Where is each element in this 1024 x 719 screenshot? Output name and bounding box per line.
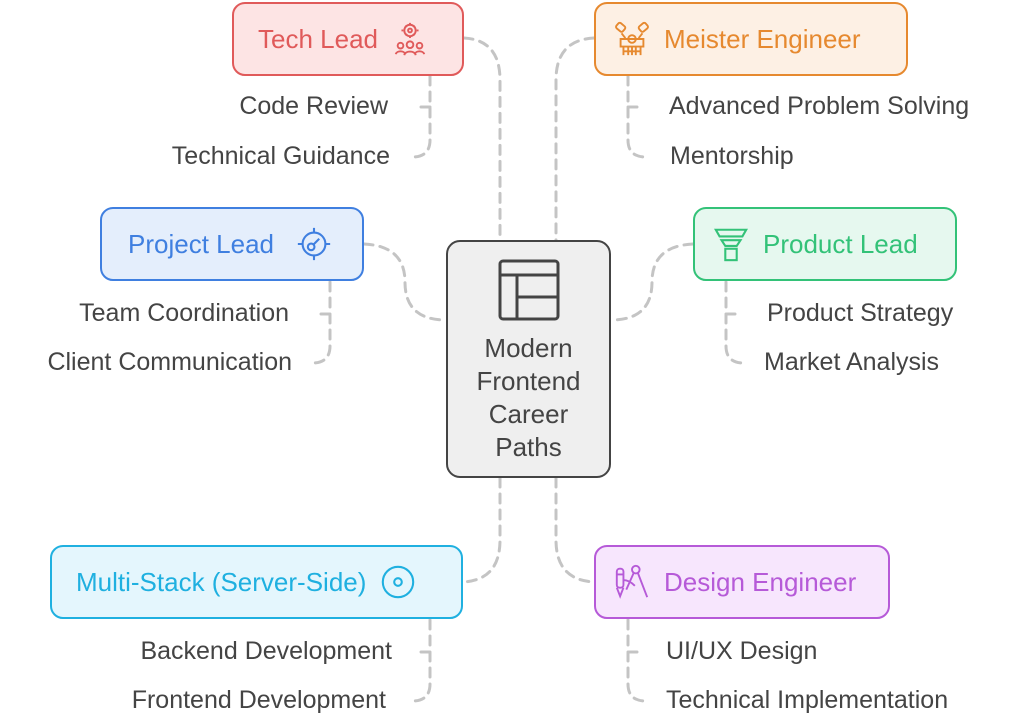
engine-icon (612, 19, 652, 59)
center-node[interactable]: Modern Frontend Career Paths (446, 240, 611, 478)
connector-project-lead-children (312, 280, 332, 365)
pen-compass-icon (612, 562, 652, 602)
leaf-product-strategy: Product Strategy (767, 299, 954, 327)
connector-multi-stack (461, 476, 502, 584)
connector-meister-children (626, 74, 646, 159)
leaf-technical-implementation: Technical Implementation (666, 686, 949, 714)
leaf-technical-guidance: Technical Guidance (171, 142, 390, 170)
node-project-lead[interactable]: Project Lead (100, 207, 364, 281)
node-tech-lead[interactable]: Tech Lead (232, 2, 464, 76)
leaf-backend-development: Backend Development (140, 637, 392, 665)
connector-product-lead (609, 242, 695, 322)
connector-multi-stack-children (412, 618, 432, 703)
connector-product-lead-children (724, 280, 744, 365)
connector-design-engineer (554, 476, 596, 584)
node-label: Product Lead (763, 228, 918, 259)
node-meister-engineer[interactable]: Meister Engineer (594, 2, 908, 76)
connector-tech-lead-children (412, 74, 432, 159)
team-gear-icon (390, 19, 430, 59)
connector-project-lead (362, 242, 448, 322)
funnel-icon (711, 224, 751, 264)
connector-design-children (626, 618, 646, 703)
center-title: Modern Frontend Career Paths (476, 333, 581, 462)
target-dial-icon (294, 224, 334, 264)
connector-meister-engineer (554, 36, 596, 242)
leaf-ui-ux-design: UI/UX Design (666, 637, 818, 665)
node-label: Project Lead (128, 228, 274, 259)
leaf-mentorship: Mentorship (670, 142, 794, 170)
connector-tech-lead (462, 36, 502, 242)
layout-icon (497, 258, 561, 322)
node-label: Meister Engineer (664, 23, 861, 54)
node-multi-stack[interactable]: Multi-Stack (Server-Side) (50, 545, 463, 619)
leaf-frontend-development: Frontend Development (131, 686, 386, 714)
node-label: Design Engineer (664, 566, 857, 597)
node-product-lead[interactable]: Product Lead (693, 207, 957, 281)
leaf-market-analysis: Market Analysis (764, 348, 940, 376)
leaf-client-communication: Client Communication (47, 348, 292, 376)
node-label: Tech Lead (258, 23, 378, 54)
leaf-code-review: Code Review (239, 92, 388, 120)
node-label: Multi-Stack (Server-Side) (76, 566, 367, 597)
leaf-advanced-problem-solving: Advanced Problem Solving (669, 92, 970, 120)
leaf-team-coordination: Team Coordination (79, 299, 289, 327)
disc-icon (378, 562, 418, 602)
node-design-engineer[interactable]: Design Engineer (594, 545, 890, 619)
